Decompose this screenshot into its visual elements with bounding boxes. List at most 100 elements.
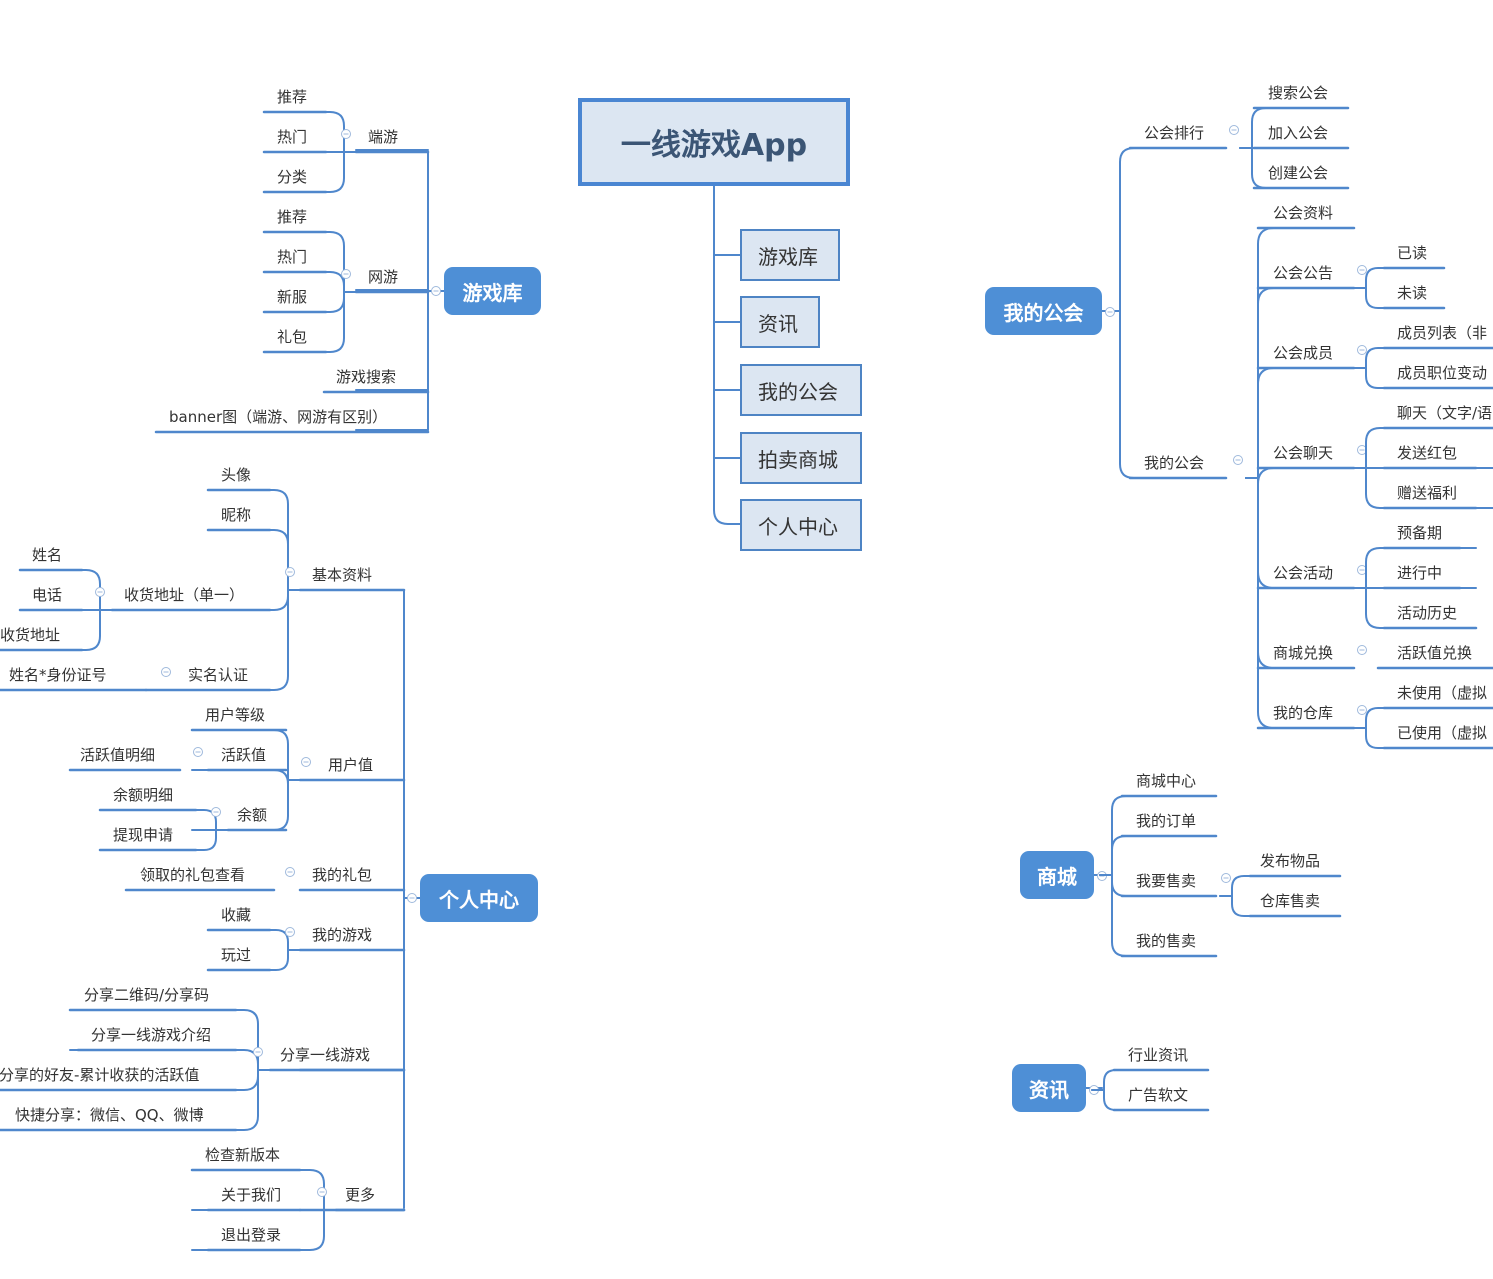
real-name-detail[interactable]: 实名认证：姓名*身份证号 [0,666,107,684]
guild-chat-label[interactable]: 公会聊天 [1273,444,1334,462]
mall-my-sales[interactable]: 我的售卖 [1136,932,1197,950]
guild-exchange-label[interactable]: 商城兑换 [1273,644,1334,662]
guild-members-label[interactable]: 公会成员 [1273,344,1334,362]
more-about-us[interactable]: 关于我们 [221,1186,282,1204]
guild-join[interactable]: 加入公会 [1268,124,1329,142]
connector-left [19,569,113,611]
my-gifts-detail[interactable]: 领取的礼包查看 [140,866,246,884]
guild-warehouse-label[interactable]: 我的仓库 [1273,704,1334,722]
address-label[interactable]: 收货地址（单一） [124,586,245,604]
game-library-node[interactable]: 游戏库 [444,267,541,315]
more-check-version[interactable]: 检查新版本 [205,1146,281,1164]
activity-detail[interactable]: 活跃值明细 [80,746,156,764]
guild-profile[interactable]: 公会资料 [1273,204,1334,222]
guild-create[interactable]: 创建公会 [1268,164,1329,182]
mall-node[interactable]: 商城 [1020,851,1094,899]
web-games-gift[interactable]: 礼包 [277,328,308,346]
avatar-label[interactable]: 头像 [221,466,252,484]
withdraw-request[interactable]: 提现申请 [113,826,174,844]
user-value-label[interactable]: 用户值 [328,756,374,774]
spine [1119,147,1227,312]
my-guild-node[interactable]: 我的公会 [985,287,1102,335]
guild-events-prep[interactable]: 预备期 [1397,524,1443,542]
web-games-recommend[interactable]: 推荐 [277,208,308,226]
my-games-favorite[interactable]: 收藏 [221,906,252,924]
guild-exchange-detail[interactable]: 活跃值兑换 [1397,644,1473,662]
share-qr[interactable]: 分享二维码/分享码 [84,986,210,1004]
more-logout[interactable]: 退出登录 [221,1226,282,1244]
guild-notice-unread[interactable]: 未读 [1397,284,1428,302]
news-node[interactable]: 资讯 [1012,1064,1086,1112]
connector-right [1245,467,1355,485]
web-games-label[interactable]: 网游 [368,268,399,286]
guild-chat-benefit[interactable]: 赠送福利 [1397,484,1458,502]
guild-chat-red-packet[interactable]: 发送红包 [1397,444,1458,462]
balance-detail[interactable]: 余额明细 [113,786,174,804]
share-intro[interactable]: 分享一线游戏介绍 [91,1026,212,1044]
center-item-news[interactable]: 资讯 [740,296,820,348]
guild-warehouse-used[interactable]: 已使用（虚拟 [1397,724,1488,742]
address-name[interactable]: 姓名 [32,546,63,564]
connector-right [1353,367,1493,389]
user-level-label[interactable]: 用户等级 [205,706,266,724]
guild-members-position[interactable]: 成员职位变动 [1397,364,1488,382]
connector-left [263,151,357,193]
address-phone[interactable]: 电话 [32,586,63,604]
my-games-played[interactable]: 玩过 [221,946,252,964]
game-search-label[interactable]: 游戏搜索 [336,368,397,386]
guild-events-label[interactable]: 公会活动 [1273,564,1334,582]
connector-left [263,231,357,293]
client-games-hot[interactable]: 热门 [277,128,308,146]
connector-left [191,769,301,785]
guild-events-history[interactable]: 活动历史 [1397,604,1458,622]
center-item-my-guild[interactable]: 我的公会 [740,364,862,416]
guild-members-list[interactable]: 成员列表（非 [1397,324,1488,342]
connector-right [1353,267,1445,289]
mall-warehouse-sell[interactable]: 仓库售卖 [1260,892,1321,910]
share-quick[interactable]: 快捷分享：微信、QQ、微博 [15,1106,204,1124]
nickname-label[interactable]: 昵称 [221,506,252,524]
guild-notice-label[interactable]: 公会公告 [1273,264,1334,282]
client-games-label[interactable]: 端游 [368,128,399,146]
my-gifts-label[interactable]: 我的礼包 [312,866,373,884]
guild-notice-read[interactable]: 已读 [1397,244,1428,262]
guild-mine-label[interactable]: 我的公会 [1144,454,1205,472]
connector-left [263,291,357,353]
guild-warehouse-unused[interactable]: 未使用（虚拟 [1397,684,1488,702]
personal-center-node[interactable]: 个人中心 [420,874,538,922]
connector-left [207,589,301,691]
guild-search[interactable]: 搜索公会 [1268,84,1329,102]
balance-label[interactable]: 余额 [237,806,268,824]
connector-left [99,829,229,851]
basic-info-label[interactable]: 基本资料 [312,566,373,584]
client-games-category[interactable]: 分类 [277,168,308,186]
news-advertorial[interactable]: 广告软文 [1128,1086,1189,1104]
web-games-new-server[interactable]: 新服 [277,288,308,306]
center-item-auction-mall[interactable]: 拍卖商城 [740,432,862,484]
my-games-label[interactable]: 我的游戏 [312,926,373,944]
center-item-game-library[interactable]: 游戏库 [740,229,840,281]
connector-right [1099,835,1217,876]
real-name-label[interactable]: 实名认证 [188,666,249,684]
news-industry[interactable]: 行业资讯 [1128,1046,1189,1064]
guild-chat-text[interactable]: 聊天（文字/语 [1397,404,1493,422]
mall-want-sell-label[interactable]: 我要售卖 [1136,872,1197,890]
connector-right [1219,875,1341,897]
client-games-recommend[interactable]: 推荐 [277,88,308,106]
guild-ranking-label[interactable]: 公会排行 [1144,124,1205,142]
more-label[interactable]: 更多 [345,1186,376,1204]
connector-right [1219,895,1341,917]
share-friends[interactable]: 我分享的好友-累计收获的活跃值 [0,1066,200,1084]
connector-right [1353,707,1493,729]
mall-orders[interactable]: 我的订单 [1136,812,1197,830]
banner-label[interactable]: banner图（端游、网游有区别） [169,408,388,426]
mall-center[interactable]: 商城中心 [1136,772,1197,790]
activity-label[interactable]: 活跃值 [221,746,267,764]
guild-events-ongoing[interactable]: 进行中 [1397,564,1443,582]
address-detail[interactable]: 收货地址 [0,626,61,644]
web-games-hot[interactable]: 热门 [277,248,308,266]
center-item-personal-center[interactable]: 个人中心 [740,499,862,551]
mall-publish-item[interactable]: 发布物品 [1260,852,1321,870]
share-label[interactable]: 分享一线游戏 [280,1046,371,1064]
root-node[interactable]: 一线游戏App [578,98,850,186]
